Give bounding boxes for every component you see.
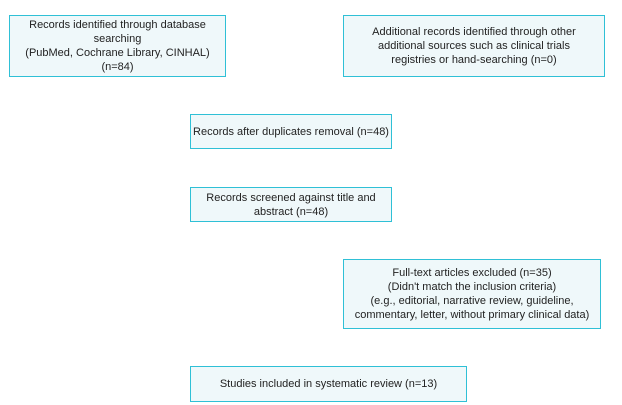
box-line: Full-text articles excluded (n=35) — [392, 267, 552, 279]
after-duplicates-box: Records after duplicates removal (n=48) — [190, 114, 392, 149]
screened-box: Records screened against title and abstr… — [190, 187, 392, 222]
included-box: Studies included in systematic review (n… — [190, 366, 467, 402]
box-line: Records screened against title and abstr… — [206, 191, 376, 218]
additional-sources-box: Additional records identified through ot… — [343, 15, 605, 77]
box-line: additional sources such as clinical tria… — [378, 40, 570, 52]
box-line: Studies included in systematic review (n… — [219, 378, 438, 390]
box-line: Records after duplicates removal (n=48) — [193, 125, 389, 138]
box-line: Records identified through database sear… — [29, 19, 206, 45]
box-line: registries or hand-searching (n=0) — [391, 54, 557, 66]
box-line: commentary, letter, without primary clin… — [354, 309, 590, 321]
excluded-box: Full-text articles excluded (n=35) (Didn… — [343, 259, 601, 329]
database-search-box: Records identified through database sear… — [9, 15, 226, 77]
box-line: (e.g., editorial, narrative review, guid… — [370, 295, 574, 307]
box-line: (Didn't match the inclusion criteria) — [387, 281, 557, 293]
box-line: (PubMed, Cochrane Library, CINHAL) (n=84… — [25, 47, 210, 73]
box-line: Additional records identified through ot… — [372, 26, 576, 38]
